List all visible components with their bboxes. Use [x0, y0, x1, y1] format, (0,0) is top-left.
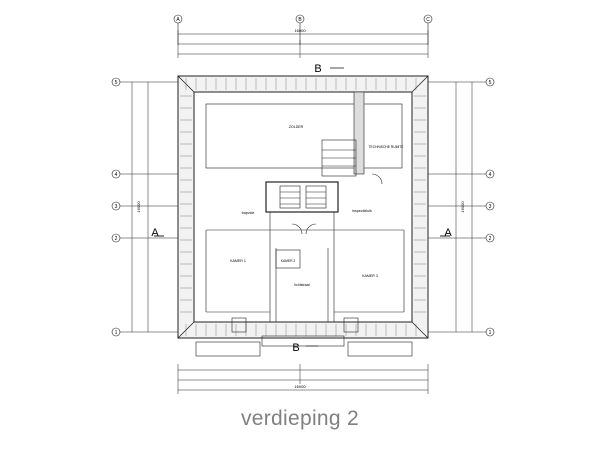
grid-axis-right: 5 4 3 2 1 — [485, 77, 495, 337]
section-mark-right-a: A — [440, 227, 452, 239]
section-mark-left-a: A — [151, 227, 164, 239]
dimension-top-total: 16000 — [294, 28, 306, 33]
svg-text:3: 3 — [489, 204, 492, 210]
svg-text:5: 5 — [115, 80, 118, 86]
floor-plan-drawing: A B C 16000 16000 5 4 3 2 1 16 — [111, 14, 495, 394]
dimension-bottom-total: 16000 — [294, 384, 306, 389]
svg-text:A: A — [151, 227, 159, 239]
dimension-right-total: 16000 — [460, 201, 465, 213]
svg-text:2: 2 — [489, 236, 492, 242]
grid-axis-top-a: A — [173, 14, 183, 24]
svg-text:5: 5 — [489, 80, 492, 86]
room-label-kamer-1: KAMER 1 — [230, 259, 246, 263]
svg-text:C: C — [426, 17, 430, 23]
svg-text:2: 2 — [115, 236, 118, 242]
room-label-kamer-3: KAMER 3 — [362, 274, 378, 278]
room-label-zolder: ZOLDER — [289, 125, 304, 129]
room-label-technische-ruimte: TECHNISCHE RUIMTE — [369, 145, 405, 149]
svg-text:1: 1 — [115, 330, 118, 336]
svg-text:4: 4 — [115, 172, 118, 178]
outer-wall — [177, 75, 429, 339]
room-label-lichtstraat: lichtstraat — [294, 283, 309, 287]
section-mark-bottom-b: B — [292, 342, 318, 354]
drawing-caption: verdieping 2 — [240, 407, 359, 430]
svg-text:B: B — [292, 342, 299, 354]
grid-axis-top-b: B — [295, 14, 305, 24]
svg-text:A: A — [176, 17, 180, 23]
grid-axis-left: 5 4 3 2 1 — [111, 77, 121, 337]
room-label-overloop: inspectieluik — [352, 209, 372, 213]
svg-text:4: 4 — [489, 172, 492, 178]
svg-text:B: B — [314, 63, 321, 75]
svg-text:3: 3 — [115, 204, 118, 210]
room-label-trapvide: trapvide — [242, 211, 255, 215]
roof-hatching — [180, 78, 426, 336]
grid-axis-top-c: C — [423, 14, 433, 24]
svg-text:1: 1 — [489, 330, 492, 336]
svg-text:A: A — [444, 227, 452, 239]
room-label-kamer-2: KAMER 2 — [281, 259, 296, 263]
section-mark-top-b: B — [314, 63, 344, 75]
dimension-left-total: 16000 — [136, 201, 141, 213]
interior-walls — [195, 91, 413, 357]
svg-text:B: B — [298, 17, 302, 23]
